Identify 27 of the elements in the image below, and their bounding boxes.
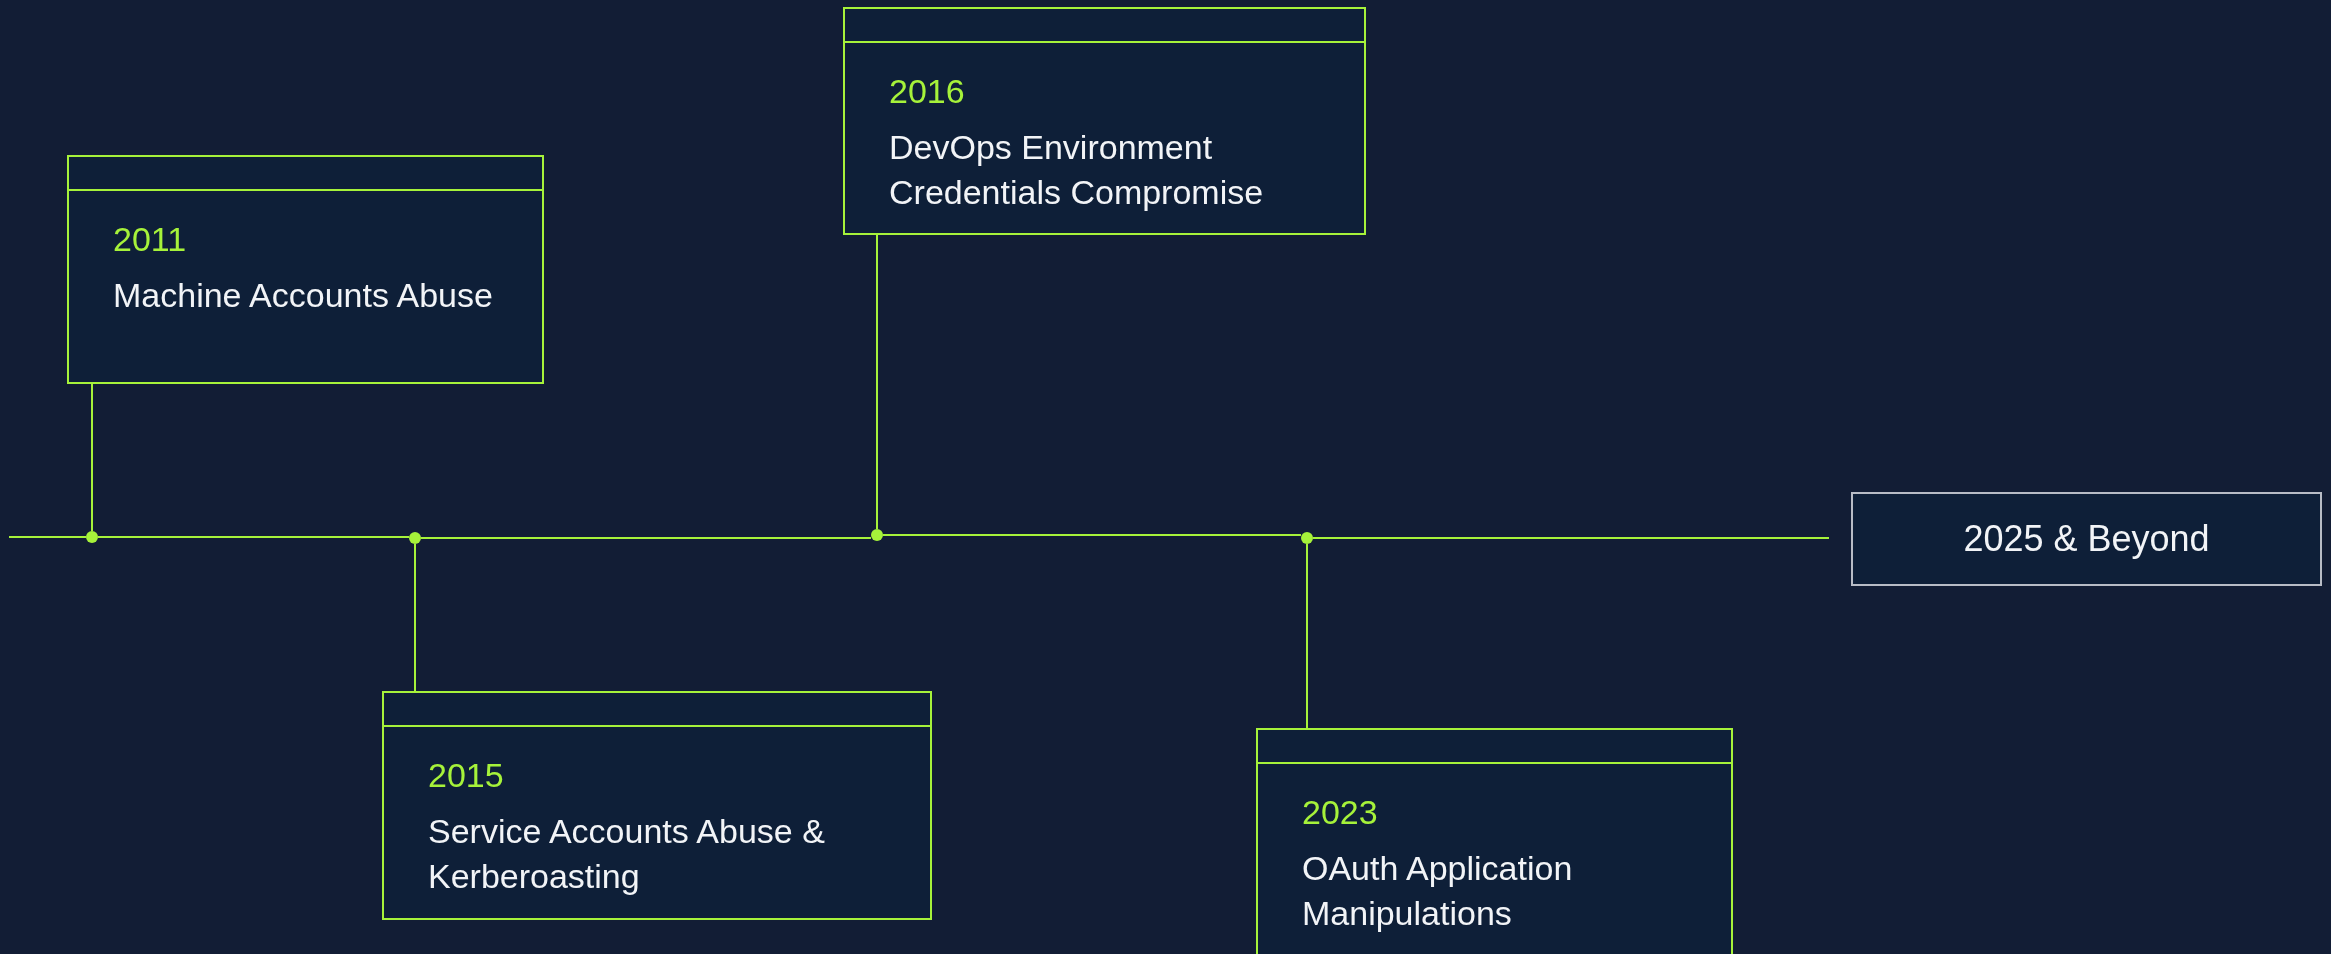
event-card [843, 7, 1366, 235]
event-card [67, 155, 544, 384]
timeline-dot [871, 529, 883, 541]
connector-line [414, 543, 416, 692]
milestone-label: 2025 & Beyond [1963, 518, 2210, 560]
year-label: 2011 [113, 219, 187, 259]
connector-line [8, 536, 87, 538]
connector-line [882, 534, 1302, 536]
year-label: 2015 [428, 755, 504, 795]
event-card [1256, 728, 1733, 954]
year-label: 2023 [1302, 792, 1378, 832]
connector-line [91, 383, 93, 532]
connector-line [420, 537, 872, 539]
timeline-dot [409, 532, 421, 544]
connector-line [97, 536, 410, 538]
event-title: Service Accounts Abuse & Kerberoasting [428, 811, 826, 897]
timeline-dot [1301, 532, 1313, 544]
connector-line [1306, 543, 1308, 729]
event-title: Machine Accounts Abuse [113, 275, 494, 316]
event-title: OAuth Application Manipulations [1302, 848, 1574, 934]
connector-line [876, 234, 878, 530]
event-title: DevOps Environment Credentials Compromise [889, 127, 1265, 213]
connector-line [1312, 537, 1830, 539]
end-milestone-box [1851, 492, 2322, 586]
year-label: 2016 [889, 71, 965, 111]
event-card [382, 691, 932, 920]
timeline-dot [86, 531, 98, 543]
